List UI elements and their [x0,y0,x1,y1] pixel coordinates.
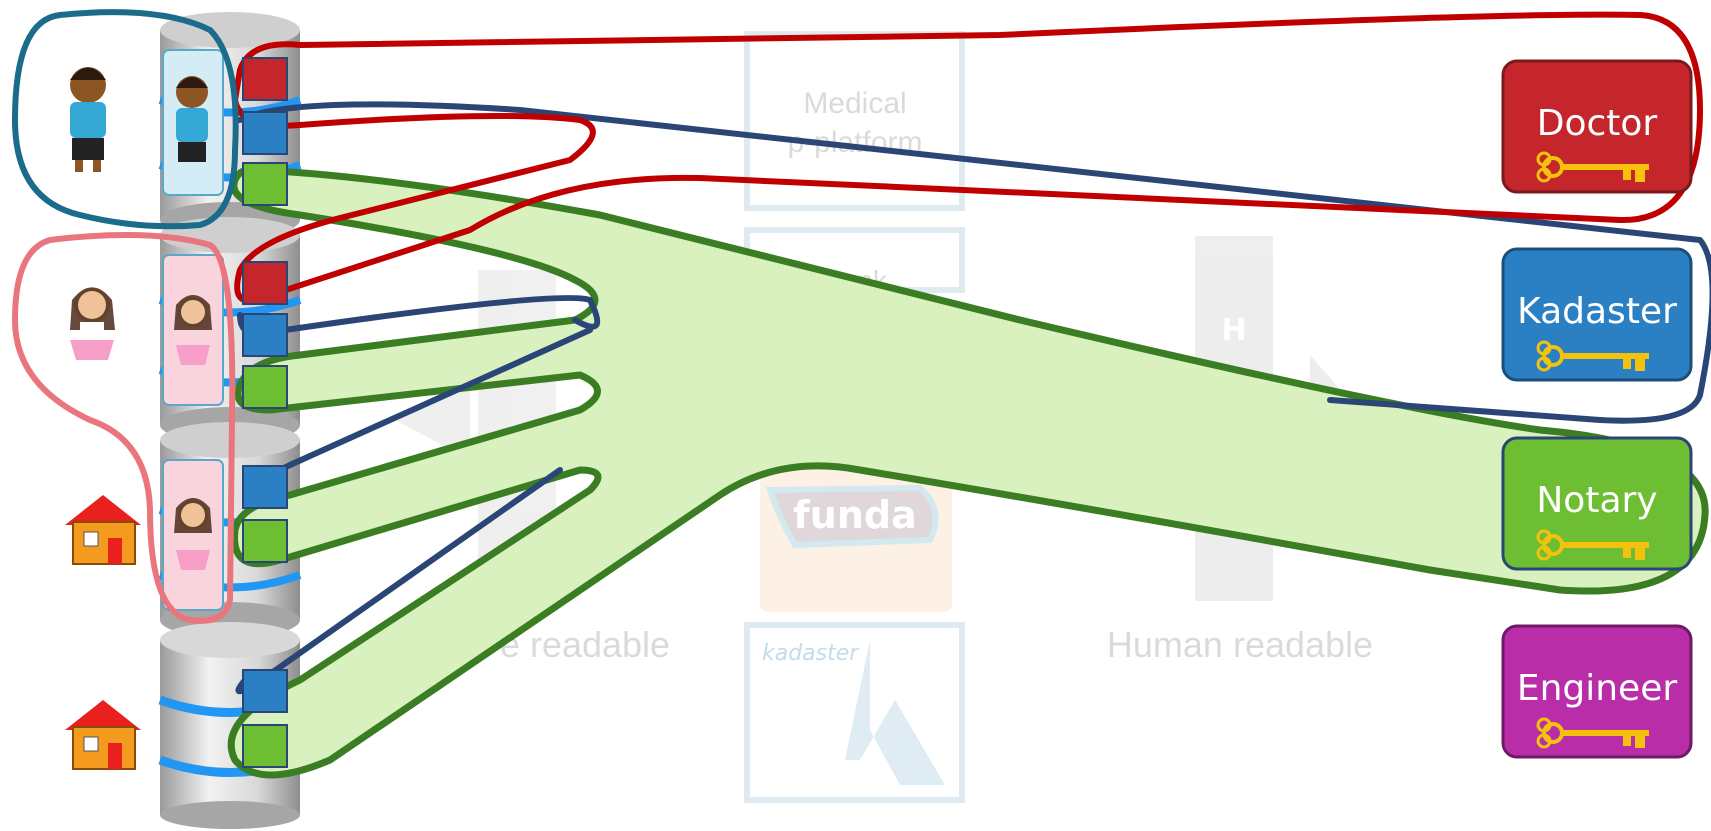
role-engineer: Engineer [1501,624,1693,759]
notary-key-icon [242,519,288,563]
kadaster-key-icon [242,669,288,713]
kadaster-access-loop [235,101,1711,695]
boy-avatar-icon [176,76,208,162]
medical-platform-box [744,31,965,211]
role-label: Kadaster [1517,291,1677,332]
notary-key-icon [242,162,288,206]
doctor-key-icon [242,261,288,305]
role-notary: Notary [1501,436,1693,571]
funda-badge-icon [765,484,939,549]
girl-avatar-icon [174,498,212,570]
kadaster-logo-box [744,622,965,803]
arrow-shape-left [395,380,470,460]
girl-card [162,459,224,611]
kadaster-key-icon [242,313,288,357]
doctor-key-icon [242,57,288,101]
girl-avatar-icon [174,295,212,365]
boy-ownership-outline [11,9,239,230]
role-kadaster: Kadaster [1501,247,1693,382]
machine-readable-label: e readable [500,624,670,665]
girl-avatar-icon [70,287,115,360]
side-letter-h: H [1221,313,1246,348]
house-icon [65,700,141,770]
notary-access-area [227,166,1709,779]
kadaster-logo-label: kadaster [762,641,860,666]
notary-key-icon [242,365,288,409]
notary-key-icon [242,724,288,768]
role-label: Notary [1536,480,1657,521]
kadaster-key-icon [242,465,288,509]
kadaster-logo-icon [845,640,945,785]
role-label: Engineer [1517,668,1678,709]
key-slots [242,57,288,768]
role-doctor: Doctor [1501,59,1693,194]
funda-label: funda [793,493,916,537]
medical-label: Medical [803,87,906,120]
kadaster-key-icon [242,111,288,155]
boy-avatar-icon [70,67,106,172]
girl-ownership-outline [11,232,236,624]
human-readable-label: Human readable [1107,624,1373,665]
house-icon [65,495,141,565]
doctor-access-loop [232,11,1703,304]
role-label: Doctor [1537,103,1658,144]
